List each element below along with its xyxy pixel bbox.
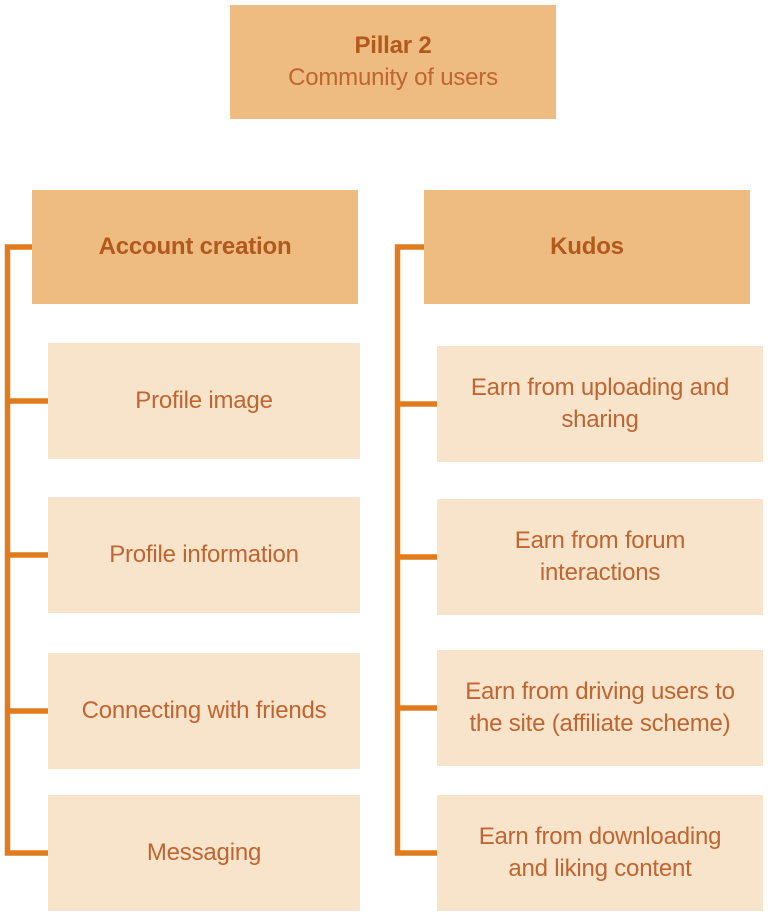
node-profile-image: Profile image: [48, 343, 360, 459]
node-earn-affiliate-scheme: Earn from driving users to the site (aff…: [437, 650, 763, 766]
root-node-pillar-2: Pillar 2 Community of users: [230, 5, 556, 119]
column-header-kudos: Kudos: [424, 190, 750, 304]
root-subtitle: Community of users: [288, 64, 498, 91]
node-earn-forum-interactions: Earn from forum interactions: [437, 499, 763, 615]
node-earn-uploading-sharing: Earn from uploading and sharing: [437, 346, 763, 462]
node-connecting-with-friends: Connecting with friends: [48, 653, 360, 769]
root-title: Pillar 2: [354, 32, 432, 59]
column-header-account-creation: Account creation: [32, 190, 358, 304]
node-profile-information: Profile information: [48, 497, 360, 613]
left-connector-trunk: [4, 244, 48, 856]
node-earn-downloading-liking: Earn from downloading and liking content: [437, 795, 763, 911]
node-messaging: Messaging: [48, 795, 360, 911]
right-connector-trunk: [394, 244, 437, 856]
